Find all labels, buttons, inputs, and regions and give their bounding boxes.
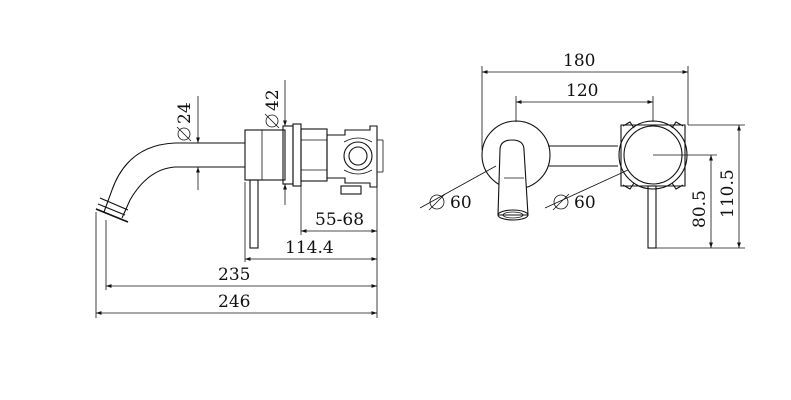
dim-handle-plate-diameter: 60 (544, 169, 629, 213)
spout-plate (481, 120, 618, 221)
side-view: 24 42 55-68 114.4 (95, 80, 384, 318)
front-view: 180 120 60 60 110.5 (419, 51, 745, 249)
dim-label-spout-diameter: 24 (175, 102, 195, 124)
dim-body-diameter: 42 (263, 80, 287, 205)
dim-height-outer: 110.5 (656, 124, 745, 249)
dim-spout-diameter: 24 (175, 96, 205, 190)
dim-label-height-inner: 80.5 (690, 190, 710, 228)
dim-label-lever-depth: 114.4 (285, 238, 334, 258)
dim-label-height-outer: 110.5 (718, 169, 738, 218)
dim-height-inner: 80.5 (653, 154, 717, 248)
dim-overall-depth: 246 (96, 292, 377, 315)
dim-label-spout-plate-diameter: 60 (450, 193, 472, 213)
dim-label-wall-depth: 55-68 (315, 210, 364, 230)
dim-centers: 120 (515, 81, 654, 122)
dim-lever-depth: 114.4 (245, 238, 377, 261)
dim-spout-plate-diameter: 60 (419, 165, 497, 213)
dim-label-total-width: 180 (563, 51, 595, 71)
dim-label-handle-plate-diameter: 60 (574, 193, 596, 213)
spout-outline (95, 142, 245, 223)
dim-wall-depth: 55-68 (301, 210, 377, 233)
dim-label-overall-depth: 246 (218, 292, 250, 312)
handle-plate (618, 120, 688, 249)
dim-label-centers: 120 (566, 81, 598, 101)
dim-total-width: 180 (481, 51, 689, 150)
dim-spout-reach: 235 (106, 265, 377, 288)
dim-label-spout-reach: 235 (218, 265, 250, 285)
dim-label-body-diameter: 42 (263, 89, 283, 111)
